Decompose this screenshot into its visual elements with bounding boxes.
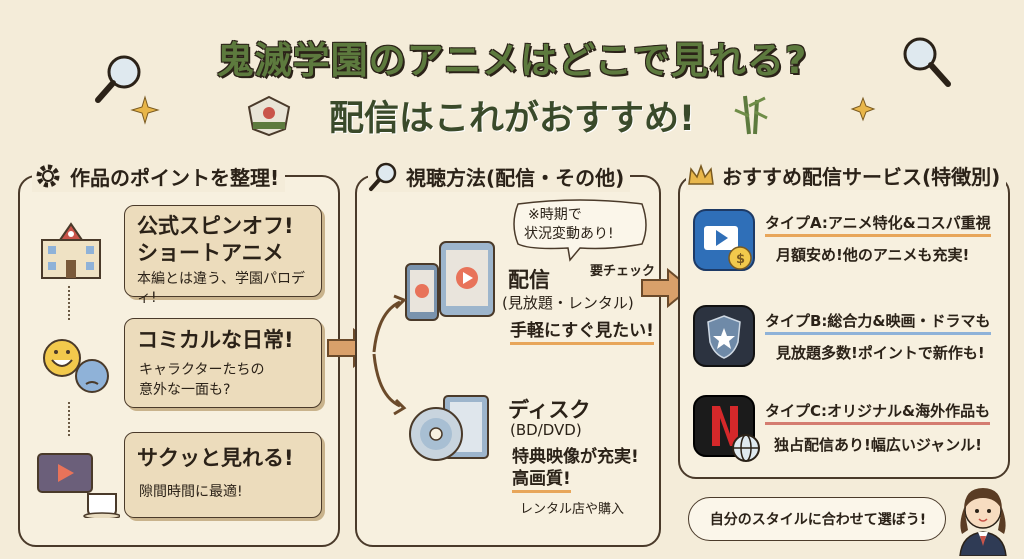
gear-icon: [36, 164, 60, 188]
connector-dots: [68, 402, 70, 436]
advice-bubble: [688, 497, 946, 541]
bamboo-icon: [734, 95, 768, 135]
methods-panel-title: 視聴方法(配信・その他): [400, 161, 631, 191]
services-panel-title: おすすめ配信サービス(特徴別): [716, 160, 1007, 190]
page-subtitle: 配信はこれがおすすめ!: [329, 99, 695, 139]
disc-case-icon: [409, 395, 489, 461]
point-card-title: ショートアニメ: [137, 241, 284, 265]
magnifier-left-icon: [95, 55, 141, 103]
advice-text: 自分のスタイルに合わせて選ぼう!: [709, 512, 927, 528]
disc-title: ディスク: [508, 398, 591, 422]
magnifier-icon: [369, 162, 397, 191]
page-title: 鬼滅学園のアニメはどこで見れる?: [216, 39, 808, 82]
emoji-faces-icon: [43, 339, 109, 393]
tablet-phone-icon: [405, 241, 495, 321]
sparkle-icon: [130, 95, 160, 125]
point-card-comical: コミカルな日常! キャラクターたちの 意外な一面も?: [124, 318, 322, 408]
play-coin-icon: $: [693, 209, 755, 271]
school-building-icon: [41, 222, 101, 279]
note-text: ※時期で: [528, 207, 582, 223]
point-card-desc: 意外な一面も?: [139, 382, 231, 398]
point-card-title: サクッと見れる!: [137, 446, 294, 470]
branch-arrows: [372, 294, 407, 416]
point-card-quick: サクッと見れる! 隙間時間に最適!: [124, 432, 322, 518]
streaming-title: 配信: [508, 268, 550, 292]
connector-dots: [68, 286, 70, 320]
service-desc-a: 月額安め!他のアニメも充実!: [776, 246, 970, 264]
streaming-sub: (見放題・レンタル): [502, 294, 634, 312]
point-card-desc: 本編とは違う、学園パロディ!: [137, 271, 305, 306]
video-tea-icon: [37, 453, 120, 518]
school-emblem-icon: [247, 95, 291, 137]
methods-panel-header: 視聴方法(配信・その他): [368, 160, 631, 192]
service-type-a: タイプA:アニメ特化&コスパ重視: [765, 212, 991, 237]
disc-desc: 特典映像が充実!: [512, 447, 639, 467]
sparkle-icon: [850, 96, 876, 122]
service-type-b: タイプB:総合力&映画・ドラマも: [765, 310, 991, 335]
point-card-desc: キャラクターたちの: [139, 362, 265, 378]
points-panel-title: 作品のポイントを整理!: [64, 161, 286, 191]
note-bubble: [513, 199, 647, 262]
disc-note: レンタル店や購入: [520, 502, 625, 517]
points-panel-header: 作品のポイントを整理!: [32, 160, 286, 192]
point-card-title: 公式スピンオフ!: [137, 214, 294, 238]
point-card-title: コミカルな日常!: [137, 328, 294, 352]
crown-icon: [688, 163, 714, 185]
shield-star-icon: [693, 305, 755, 367]
point-card-desc: 隙間時間に最適!: [139, 484, 243, 500]
student-avatar: [959, 488, 1007, 556]
n-globe-icon: [693, 395, 760, 462]
point-card-spinoff: 公式スピンオフ! ショートアニメ 本編とは違う、学園パロディ!: [124, 205, 322, 306]
services-panel-header: おすすめ配信サービス(特徴別): [686, 160, 1007, 190]
note-check: 要チェック: [590, 264, 656, 279]
streaming-desc: 手軽にすぐ見たい!: [510, 320, 654, 345]
service-desc-b: 見放題多数!ポイントで新作も!: [776, 344, 985, 362]
service-type-c: タイプC:オリジナル&海外作品も: [765, 400, 991, 425]
disc-sub: (BD/DVD): [510, 421, 582, 439]
disc-desc: 高画質!: [512, 468, 571, 493]
note-text: 状況変動あり!: [524, 226, 614, 242]
service-desc-c: 独占配信あり!幅広いジャンル!: [774, 436, 982, 454]
magnifier-right-icon: [903, 37, 951, 87]
svg-text:$: $: [736, 252, 745, 267]
